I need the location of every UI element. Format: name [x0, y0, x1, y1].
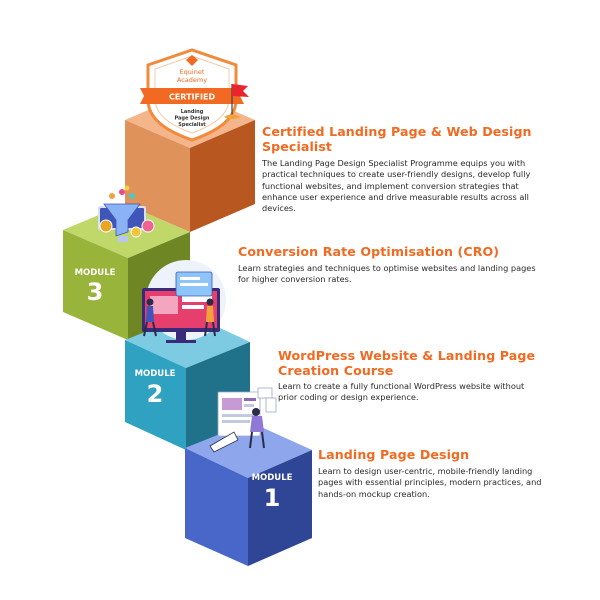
- module-2-word: MODULE: [135, 369, 176, 379]
- brand-logo-icon: [186, 55, 198, 66]
- step-module-3-text: Conversion Rate Optimisation (CRO) Learn…: [238, 244, 593, 286]
- module-2-number: 2: [147, 380, 164, 408]
- step-module-3-description: Learn strategies and techniques to optim…: [238, 263, 593, 286]
- cube-module-3-left: [63, 230, 128, 340]
- cube-module-1-top: [185, 422, 312, 478]
- step-module-2-text: WordPress Website & Landing Page Creatio…: [278, 348, 593, 404]
- monitor-illustration-icon: [142, 260, 226, 343]
- badge-brand-line2: Academy: [177, 76, 207, 84]
- desc-line: for higher conversion rates.: [238, 274, 352, 285]
- badge-brand-line1: Equinet: [180, 68, 205, 76]
- module-1-word: MODULE: [252, 473, 293, 483]
- module-3-number: 3: [87, 278, 104, 306]
- step-module-1-title: Landing Page Design: [318, 447, 470, 462]
- step-module-2-title-line2: Creation Course: [278, 363, 394, 378]
- desc-line: The Landing Page Design Specialist Progr…: [262, 158, 526, 168]
- desc-line: Learn to create a fully functional WordP…: [278, 381, 525, 391]
- cube-certified-right: [190, 120, 255, 232]
- desc-line: devices.: [262, 203, 296, 214]
- desc-line: functional websites, and implement conve…: [262, 180, 519, 191]
- cube-module-1: MODULE 1: [185, 422, 312, 566]
- module-3-word: MODULE: [75, 268, 116, 278]
- desc-line: Learn strategies and techniques to optim…: [238, 263, 536, 273]
- badge-caption-line1: Landing: [181, 109, 204, 115]
- desc-line: practical techniques to create user-frie…: [262, 169, 531, 180]
- module-1-number: 1: [264, 484, 281, 512]
- certified-badge: Equinet Academy CERTIFIED Landing Page D…: [140, 48, 244, 142]
- desc-line: hands-on mockup creation.: [318, 488, 430, 499]
- desc-line: enhance user experience and drive measur…: [262, 191, 529, 202]
- cube-certified-left: [125, 120, 190, 232]
- step-module-1-description: Learn to design user-centric, mobile-fri…: [318, 466, 593, 500]
- step-certified-title: Certified Landing Page & Web Design Spec…: [262, 124, 532, 154]
- step-module-3-title: Conversion Rate Optimisation (CRO): [238, 244, 500, 259]
- desc-line: Learn to design user-centric, mobile-fri…: [318, 466, 533, 476]
- badge-caption-line3: Specialist: [178, 122, 206, 128]
- funnel-illustration-icon: [98, 185, 155, 242]
- cube-module-1-left: [185, 448, 248, 566]
- cube-module-1-right: [248, 450, 312, 566]
- badge-caption-line2: Page Design: [175, 116, 210, 122]
- step-module-2-title-line1: WordPress Website & Landing Page: [278, 348, 536, 363]
- desc-line: pages with essential principles, modern …: [318, 477, 542, 488]
- cube-module-2-left: [125, 340, 186, 450]
- step-module-1-text: Landing Page Design Learn to design user…: [318, 447, 593, 500]
- flag-icon: [224, 84, 249, 119]
- badge-ribbon: [140, 88, 244, 104]
- mockup-illustration-icon: [209, 387, 277, 453]
- badge-ribbon-text: CERTIFIED: [169, 93, 215, 102]
- desc-line: prior coding or design experience.: [278, 392, 419, 403]
- step-certified-description: The Landing Page Design Specialist Progr…: [262, 158, 592, 214]
- step-certified-text: Certified Landing Page & Web Design Spec…: [262, 124, 592, 214]
- step-module-2-description: Learn to create a fully functional WordP…: [278, 381, 593, 404]
